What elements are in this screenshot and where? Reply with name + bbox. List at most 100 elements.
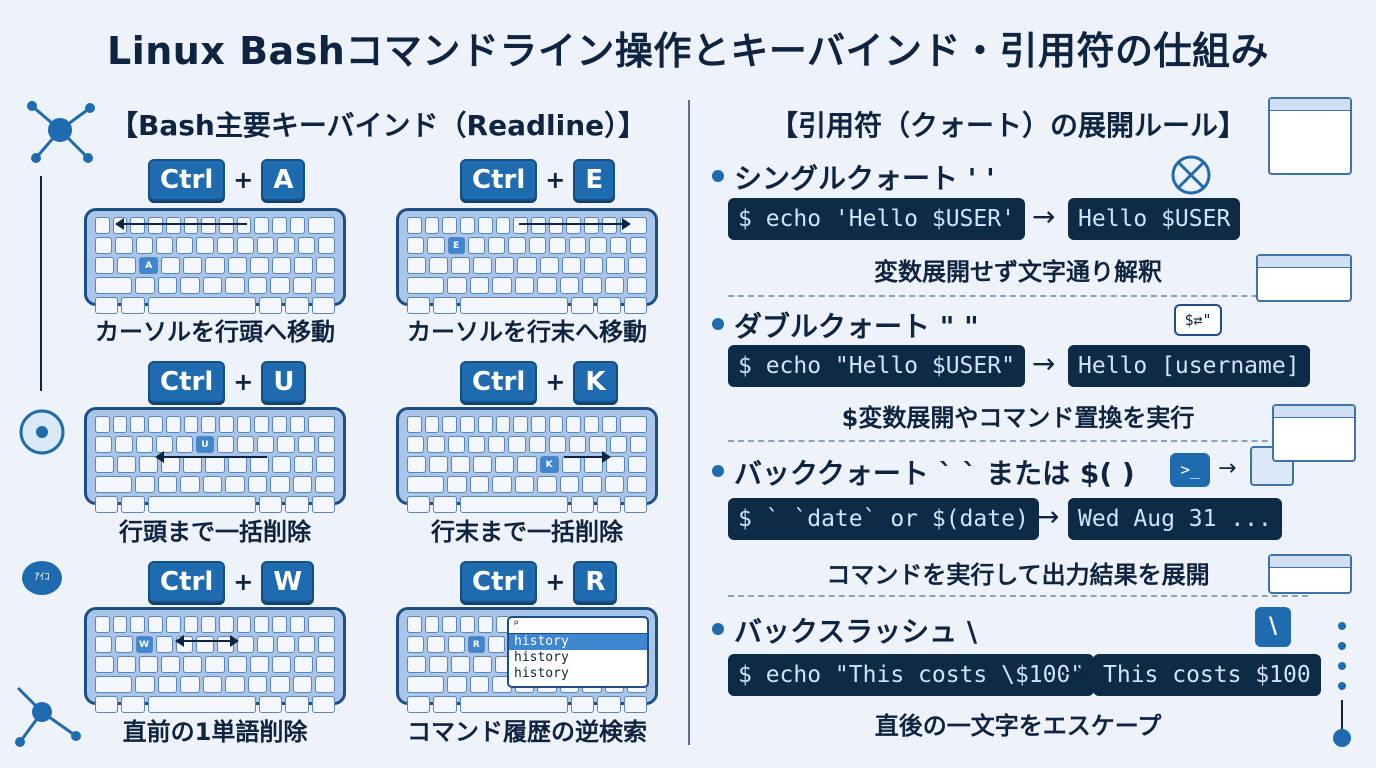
keyboard-key [247,277,268,294]
keyboard-key [270,676,290,693]
quote-description: コマンドを実行して出力結果を展開 [826,561,1210,589]
keyboard-key [424,616,440,633]
keyboard-key [155,436,173,453]
keyboard-key [147,696,257,713]
keyboard-key [307,416,336,433]
keyboard-key [424,217,440,234]
keyboard-key [117,257,137,274]
keyboard-key [112,616,128,633]
keyboard-key [147,496,257,513]
plus-sign: + [233,166,254,194]
keyboard-key [130,416,146,433]
keyboard-key [589,436,607,453]
bullet-dot [712,170,724,182]
highlighted-key: W [135,636,153,653]
keyboard-key [442,616,458,633]
keyboard-key [311,297,335,314]
keyboard-key [236,237,254,254]
keyboard-key [582,277,602,294]
plus-sign: + [233,368,254,396]
arrow-right-icon: → [1032,347,1056,380]
keyboard-key [514,277,535,294]
keyboard-key [311,696,335,713]
direction-arrow-icon [564,451,611,463]
bullet-dot [712,465,724,477]
keyboard-key [571,496,595,513]
ctrl-key: Ctrl [460,159,538,201]
keyboard-key [407,496,431,513]
command-example: $ echo 'Hello $USER' [728,198,1025,240]
keyboard-key [407,257,427,274]
letter-key: U [261,361,307,403]
keyboard-key [477,616,493,633]
keyboard-key [183,217,199,234]
keyboard-key [597,496,621,513]
keyboard-key [135,237,153,254]
keyboard-key [433,696,457,713]
keyboard-key [292,277,313,294]
keyboard-key [259,297,283,314]
keybinding-caption: 直前の1単語削除 [122,718,308,746]
keyboard-key [135,676,155,693]
command-example: $ echo "Hello $USER" [728,345,1025,387]
history-item: history [514,650,569,665]
keybinding-caption: 行末まで一括削除 [431,518,623,546]
keyboard-key [289,217,305,234]
keyboard-key [219,217,234,234]
history-item: history [514,666,569,681]
keyboard-key [604,277,625,294]
keyboard-key [571,297,595,314]
keyboard-key [225,277,245,294]
keyboard-key [95,436,113,453]
keyboard-key [447,277,467,294]
keyboard-key [289,616,305,633]
key-combo: Ctrl+U [148,360,307,404]
keyboard-key [539,257,559,274]
keyboard-key [623,696,647,713]
keyboard-key [236,217,252,234]
keyboard-key [601,416,617,433]
keyboard-key [315,476,336,493]
substitution-badge-icon: $⇄" [1174,304,1222,336]
keyboard-key [161,456,181,473]
keyboard-key [183,616,199,633]
keyboard-key [429,257,449,274]
browser-window-icon [1256,254,1352,302]
keyboard-key [227,456,247,473]
keyboard-key [315,456,336,473]
keybinding-caption: カーソルを行頭へ移動 [95,318,335,346]
keyboard-key [161,257,181,274]
keyboard-key [236,436,254,453]
keyboard-key [407,277,445,294]
compass-icon [19,409,65,455]
keyboard-key [407,436,425,453]
keyboard-key [317,237,335,254]
quote-description: 直後の一文字をエスケープ [874,712,1162,740]
keyboard-key [537,277,557,294]
keyboard-key [115,436,133,453]
keyboard-key [561,257,581,274]
keyboard-key [247,676,268,693]
keyboard-key [271,257,291,274]
keyboard-key [559,476,580,493]
keyboard-key [277,636,295,653]
keyboard-key [513,217,529,234]
keyboard-illustration: K [396,407,658,513]
keyboard-key [407,696,431,713]
keyboard-key [180,476,200,493]
keyboard-key [225,676,245,693]
plus-sign: + [545,368,566,396]
keyboard-key [451,456,471,473]
quote-type-heading: バッククォート ` ` または $( ) [734,457,1135,490]
keyboard-key [293,257,313,274]
ctrl-key: Ctrl [148,159,226,201]
keyboard-key [257,237,275,254]
ctrl-key: Ctrl [148,561,226,603]
keyboard-key [601,217,617,234]
keyboard-key [297,436,315,453]
keyboard-key [95,257,115,274]
keyboard-key [236,636,254,653]
keyboard-key [297,237,315,254]
keyboard-key [609,237,627,254]
direction-arrow-icon [115,218,247,230]
